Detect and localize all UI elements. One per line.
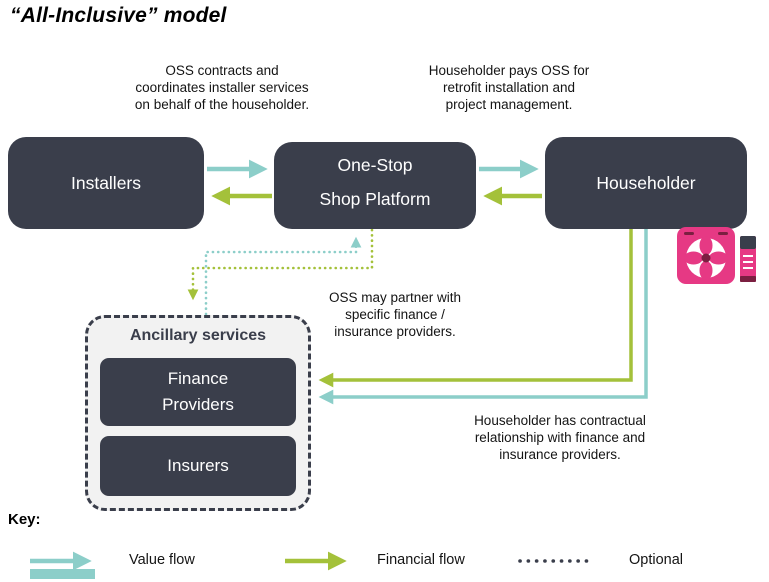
annotation-householder-contract: Householder has contractual relationship… xyxy=(448,412,672,463)
annotation-line: relationship with finance and xyxy=(474,430,646,445)
annotation-oss-contracts: OSS contracts and coordinates installer … xyxy=(110,62,334,113)
annotation-oss-partner: OSS may partner with specific finance / … xyxy=(285,289,505,340)
key-label: Key: xyxy=(8,511,41,528)
annotation-line: insurance providers. xyxy=(499,447,621,462)
node-insurers: Insurers xyxy=(100,436,296,496)
annotation-line: OSS may partner with xyxy=(328,290,462,305)
annotation-line: retrofit installation and xyxy=(442,80,576,95)
annotation-line: Householder has contractual xyxy=(474,413,646,428)
node-insurers-label: Insurers xyxy=(167,456,229,475)
heat-pump-icon xyxy=(677,227,756,284)
fan-blades-icon xyxy=(684,236,728,280)
annotation-line: Householder pays OSS for xyxy=(428,63,590,78)
annotation-line: OSS contracts and xyxy=(165,63,279,78)
annotation-line: project management. xyxy=(445,97,573,112)
node-finance-providers-label: Finance Providers xyxy=(162,369,234,414)
partial-value-flow-bar xyxy=(30,569,95,579)
node-oss-platform: One-Stop Shop Platform xyxy=(274,142,476,229)
optional-financial-flow-oss-to-ancillary-arrow xyxy=(187,228,374,301)
node-oss-label-line2: Shop Platform xyxy=(319,189,431,209)
annotation-line: coordinates installer services xyxy=(135,80,309,95)
node-householder: Householder xyxy=(545,137,747,229)
node-householder-label: Householder xyxy=(596,172,696,193)
legend-optional-label: Optional xyxy=(629,552,684,568)
annotation-line: insurance providers. xyxy=(334,324,456,339)
node-oss-label-line1: One-Stop xyxy=(337,155,413,175)
ancillary-services-group: Ancillary services Finance Providers Ins… xyxy=(85,315,311,511)
page-title: “All-Inclusive” model xyxy=(10,4,227,27)
annotation-line: on behalf of the householder. xyxy=(134,97,310,112)
ancillary-services-title: Ancillary services xyxy=(129,327,267,344)
annotation-householder-pays: Householder pays OSS for retrofit instal… xyxy=(399,62,619,113)
annotation-line: specific finance / xyxy=(345,307,445,322)
legend-financial-flow-label: Financial flow xyxy=(377,552,465,568)
legend-value-flow-label: Value flow xyxy=(129,552,195,568)
node-finance-providers: Finance Providers xyxy=(100,358,296,426)
node-installers-label: Installers xyxy=(70,172,142,193)
node-installers: Installers xyxy=(8,137,204,229)
